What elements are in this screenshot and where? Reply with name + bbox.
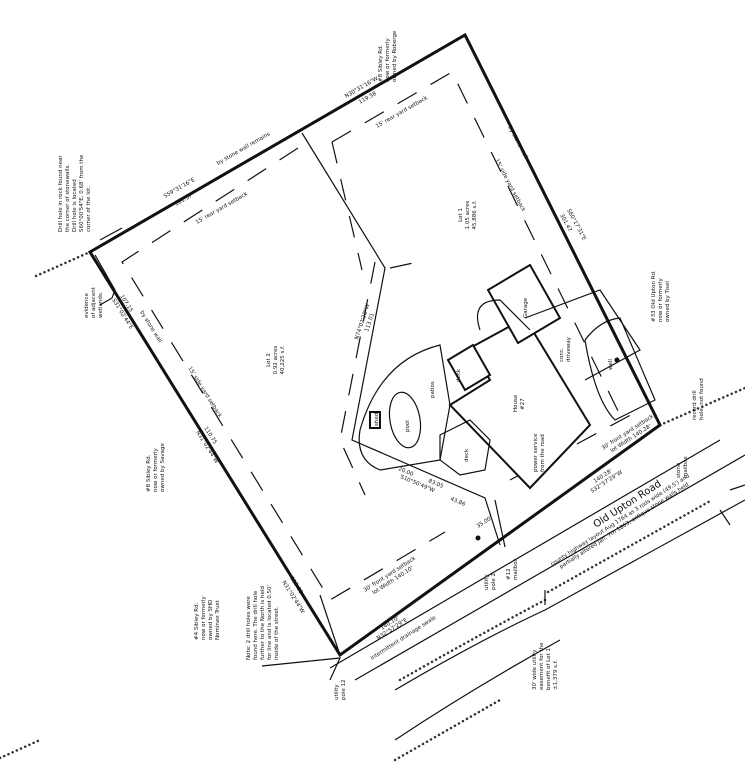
house bbox=[358, 263, 656, 541]
record-drill-note: record drillhole, not found bbox=[692, 378, 705, 420]
setback-lot1 bbox=[331, 71, 621, 416]
lot-boundary bbox=[87, 32, 662, 658]
stone-wall-road-south2 bbox=[398, 598, 547, 682]
road-line-south bbox=[354, 454, 745, 681]
short-distance-2: 43.86 bbox=[449, 496, 466, 508]
road-curve-1 bbox=[394, 499, 745, 691]
deck-building bbox=[446, 343, 492, 392]
power-service-label: power servicefrom the road bbox=[533, 433, 546, 472]
front-setback-lot2: 30' front yard setbacklot Width 140.10' bbox=[363, 555, 422, 599]
drill-hole-pointer bbox=[94, 227, 123, 306]
well-marker bbox=[614, 357, 620, 363]
pool-shape bbox=[388, 391, 422, 449]
shed-building bbox=[369, 411, 381, 429]
pool-label: pool bbox=[405, 420, 411, 432]
pole-marker bbox=[475, 535, 481, 541]
abutter-33-old-upton: #33 Old Upton Rd.now or formerlyowned by… bbox=[651, 270, 671, 322]
garage-label: Garage bbox=[523, 297, 529, 318]
lot-2-label: Lot 20.92 acres40,225 s.f. bbox=[266, 345, 286, 374]
side-setback-lot1: 15' side yard setback bbox=[493, 158, 526, 213]
wetlands-note: evidenceof adjacentwetlands. bbox=[84, 286, 104, 318]
easement-note: 30' wide utilityeasement for thebenefit … bbox=[532, 642, 559, 690]
shed-label: shed bbox=[374, 413, 380, 426]
note-pointer bbox=[261, 594, 341, 681]
well-label: well bbox=[608, 359, 614, 370]
setback-front1 bbox=[509, 409, 641, 481]
stone-mailbox-label: stonemailbox bbox=[676, 456, 689, 478]
walkway bbox=[476, 299, 531, 331]
stone-wall-east-label: by stone wall bbox=[506, 125, 529, 160]
utility-pole-12-label: utilitypole 12 bbox=[334, 679, 347, 700]
stone-wall-southwest bbox=[393, 698, 502, 762]
deck-label-2: deck bbox=[456, 368, 462, 382]
side-setback-lot2: 15' side yard setback bbox=[186, 366, 223, 420]
divider2-short-distance: 20.00 bbox=[397, 466, 414, 478]
n-distance: 119.58 bbox=[358, 91, 378, 106]
lot-divider-2 bbox=[494, 499, 506, 548]
stone-wall-road-north bbox=[658, 386, 745, 427]
divider2-distance: 83.05 bbox=[427, 478, 444, 490]
lawn-area bbox=[584, 317, 656, 421]
stone-wall-road-south bbox=[546, 498, 714, 594]
stone-wall-west-label: by stone wall bbox=[138, 310, 163, 344]
driveway-label: conc.driveway bbox=[559, 336, 572, 362]
short-distance: 35.00' bbox=[476, 515, 494, 529]
drill-hole-note: Drill hole in rock found nearthe corner … bbox=[58, 154, 92, 232]
road-line-north bbox=[329, 439, 721, 669]
abutter-8-sibley-roberge: #8 Sibley Rd.now or formerlyowned by Rob… bbox=[378, 30, 398, 82]
lot-1-label: Lot 11.05 acres45,886 s.f. bbox=[458, 200, 478, 229]
stone-wall-northwest bbox=[34, 250, 92, 278]
house-label: House#27 bbox=[513, 394, 526, 412]
patio-outline bbox=[358, 344, 451, 471]
abutter-8-sibley-savage: #8 Sibley Rd.now or formerlyowned by Sav… bbox=[146, 443, 166, 492]
garage-building bbox=[486, 263, 562, 345]
rear-setback-lot2: 15' rear yard setback bbox=[195, 191, 250, 226]
front-setback-lot1: 30' front yard setbacklot Width 140.28' bbox=[601, 413, 660, 457]
nw-distance: 161.37 bbox=[174, 193, 194, 208]
stone-wall-se bbox=[0, 738, 42, 760]
divider-distance: 113.01 bbox=[364, 312, 376, 332]
driveway-outline bbox=[524, 289, 641, 381]
setback-labels: 15' rear yard setback 15' rear yard setb… bbox=[138, 95, 660, 599]
road-layout-bracket bbox=[544, 484, 745, 605]
deck-label: deck bbox=[464, 448, 470, 462]
patios-label: patios bbox=[430, 381, 436, 398]
road-curve-2 bbox=[394, 639, 561, 741]
abutter-4-sibley: #4 Sibley Rd.now or formerlyowned by SHD… bbox=[194, 596, 221, 640]
lot-divider bbox=[301, 132, 501, 546]
mailbox-12-label: #12mailbox bbox=[506, 558, 519, 580]
utility-pole-label: utilitypole 2 bbox=[484, 573, 497, 590]
south-drill-note: Note: 2 drill holes werefound here. The … bbox=[246, 585, 280, 660]
